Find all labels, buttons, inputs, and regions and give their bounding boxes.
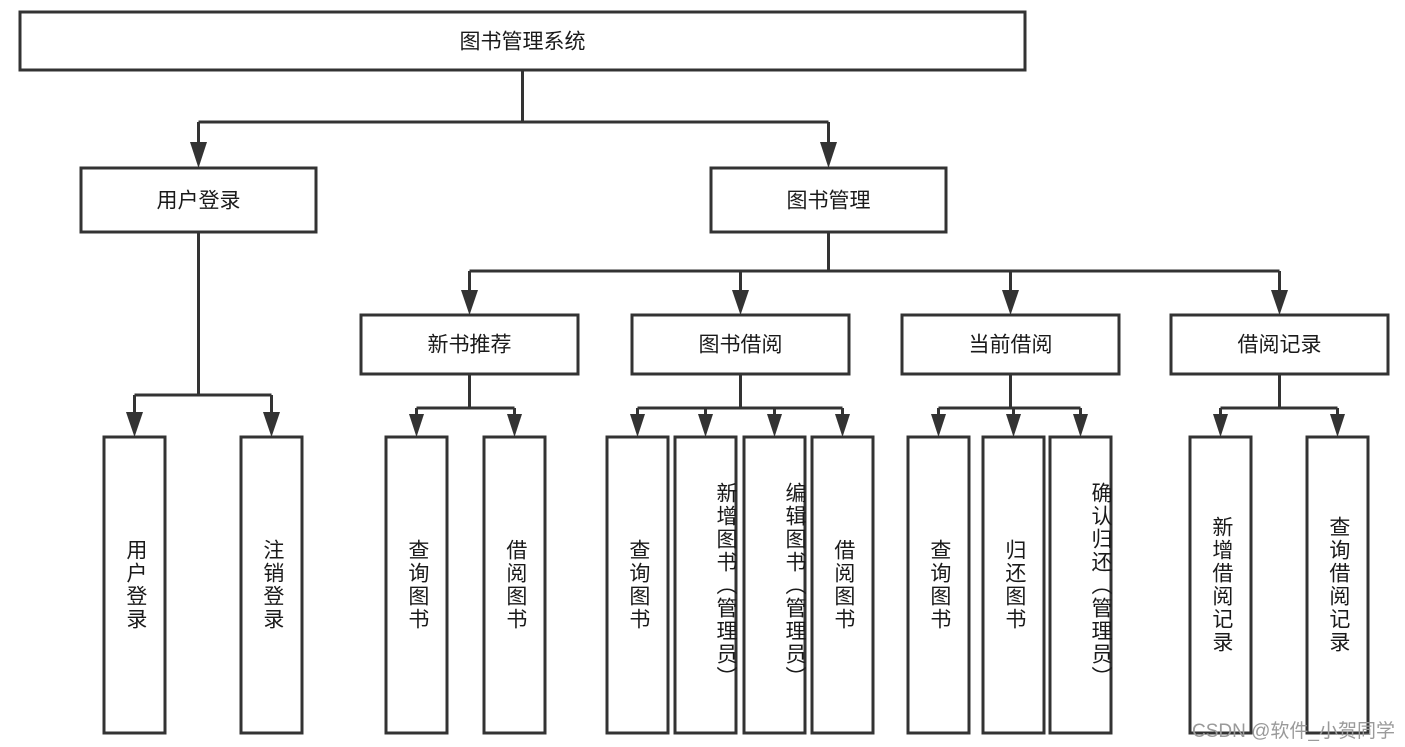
arrowhead-borrow-borrow-book bbox=[835, 414, 850, 437]
node-box-borrow-record[interactable] bbox=[1169, 313, 1390, 376]
arrowhead-borrow-record bbox=[1271, 290, 1288, 315]
node-box-borrow-borrow-book[interactable] bbox=[810, 435, 875, 735]
node-label-book-borrow: 图书借阅 bbox=[699, 334, 783, 357]
arrowhead-user-login bbox=[190, 142, 207, 168]
node-box-current-return-book[interactable] bbox=[981, 435, 1046, 735]
arrowhead-record-query bbox=[1330, 414, 1345, 437]
arrowhead-current-borrow bbox=[1002, 290, 1019, 315]
node-box-current-borrow[interactable] bbox=[900, 313, 1121, 376]
arrowhead-borrow-add-book bbox=[698, 414, 713, 437]
arrowhead-user-login-do bbox=[126, 412, 143, 437]
arrowhead-current-query-book bbox=[931, 414, 946, 437]
node-box-book-borrow[interactable] bbox=[630, 313, 851, 376]
node-box-book-manage[interactable] bbox=[709, 166, 948, 234]
node-label-user-login: 用户登录 bbox=[157, 190, 241, 213]
node-box-borrow-add-book[interactable] bbox=[673, 435, 738, 735]
arrowhead-current-confirm-return bbox=[1073, 414, 1088, 437]
arrowhead-new-book-recommend bbox=[461, 290, 478, 315]
arrowhead-current-return-book bbox=[1006, 414, 1021, 437]
node-box-recommend-query-book[interactable] bbox=[384, 435, 449, 735]
node-box-new-book-recommend[interactable] bbox=[359, 313, 580, 376]
node-box-borrow-query-book[interactable] bbox=[605, 435, 670, 735]
arrowhead-user-logout bbox=[263, 412, 280, 437]
node-label-borrow-record: 借阅记录 bbox=[1238, 334, 1322, 357]
node-box-current-query-book[interactable] bbox=[906, 435, 971, 735]
node-box-user-logout[interactable] bbox=[239, 435, 304, 735]
node-box-recommend-borrow-book[interactable] bbox=[482, 435, 547, 735]
arrowhead-book-manage bbox=[820, 142, 837, 168]
connector-layer bbox=[126, 70, 1345, 437]
node-label-current-borrow: 当前借阅 bbox=[969, 334, 1053, 357]
node-box-root[interactable] bbox=[18, 10, 1027, 72]
arrowhead-book-borrow bbox=[732, 290, 749, 315]
node-box-borrow-edit-book[interactable] bbox=[742, 435, 807, 735]
csdn-watermark: CSDN @软件_小贺同学 bbox=[1192, 721, 1395, 742]
node-box-record-add[interactable] bbox=[1188, 435, 1253, 735]
arrowhead-recommend-query-book bbox=[409, 414, 424, 437]
node-box-current-confirm-return[interactable] bbox=[1048, 435, 1113, 735]
node-label-root: 图书管理系统 bbox=[460, 31, 586, 54]
arrowhead-record-add bbox=[1213, 414, 1228, 437]
arrowhead-borrow-edit-book bbox=[767, 414, 782, 437]
node-label-new-book-recommend: 新书推荐 bbox=[428, 334, 512, 357]
arrowhead-borrow-query-book bbox=[630, 414, 645, 437]
node-box-user-login[interactable] bbox=[79, 166, 318, 234]
node-box-user-login-do[interactable] bbox=[102, 435, 167, 735]
node-box-record-query[interactable] bbox=[1305, 435, 1370, 735]
node-layer: 图书管理系统 用户登录 图书管理 新书推荐 图书借阅 当前借阅 借阅记录 bbox=[18, 10, 1390, 735]
arrowhead-recommend-borrow-book bbox=[507, 414, 522, 437]
node-label-book-manage: 图书管理 bbox=[787, 190, 871, 213]
